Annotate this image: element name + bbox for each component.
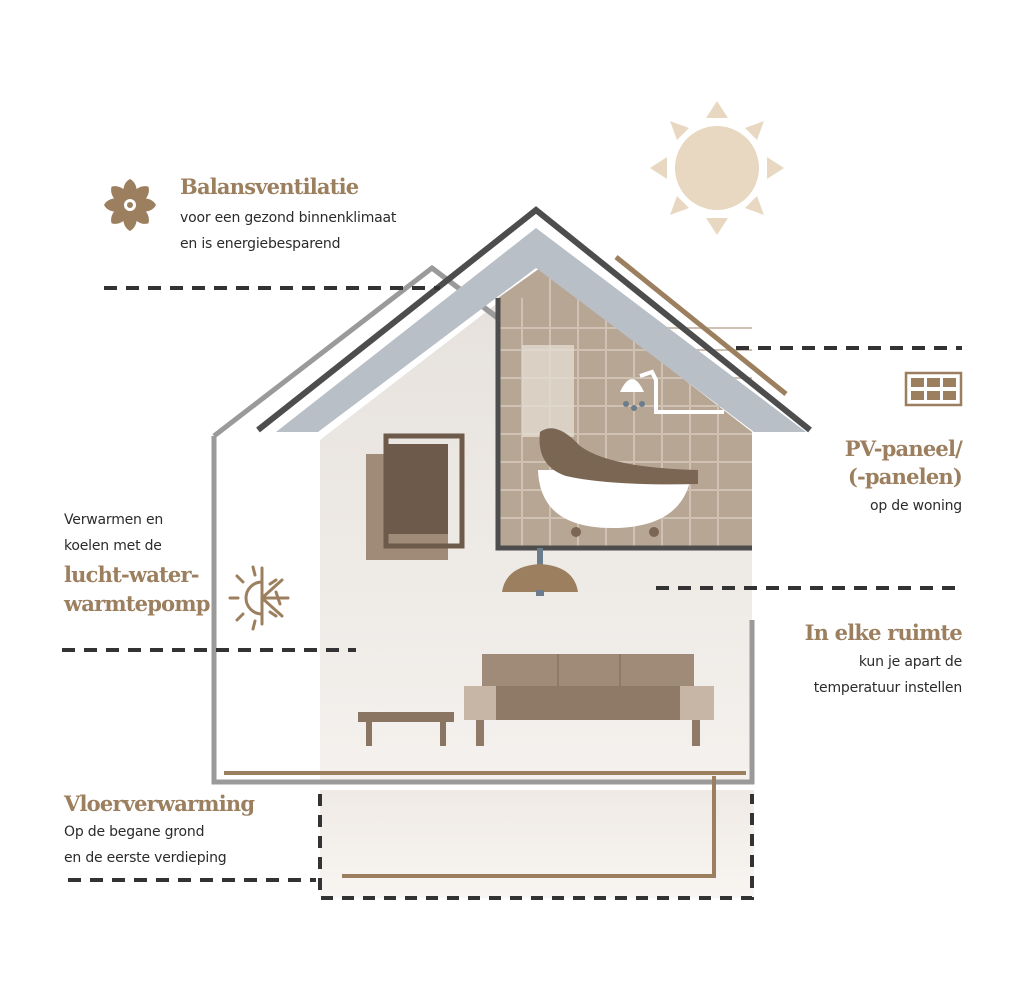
roof-band bbox=[276, 228, 806, 432]
vloer-line1: Op de begane grond bbox=[64, 824, 205, 840]
warmtepomp-title-line1: lucht-water- bbox=[64, 562, 199, 587]
floor-dashed-zone bbox=[318, 794, 754, 900]
floor-area bbox=[320, 790, 754, 898]
bathroom-window bbox=[522, 345, 574, 437]
balansventilatie-line1: voor een gezond binnenklimaat bbox=[180, 210, 397, 226]
sun-snowflake-icon bbox=[228, 565, 290, 631]
warmtepomp-intro-line1: Verwarmen en bbox=[64, 512, 164, 528]
fan-icon bbox=[104, 179, 156, 231]
balansventilatie-line2: en is energiebesparend bbox=[180, 236, 341, 252]
shower-icon bbox=[620, 369, 724, 414]
sun-icon bbox=[650, 101, 784, 235]
bathroom-frame bbox=[495, 298, 752, 551]
ceiling-lamp-icon bbox=[502, 548, 578, 596]
coffee-table bbox=[358, 712, 454, 746]
sofa-icon bbox=[464, 654, 714, 746]
solar-panel-line bbox=[614, 255, 788, 396]
floor-heating-pipe bbox=[224, 771, 746, 878]
warmtepomp-title-line2: warmtepomp bbox=[64, 591, 210, 616]
roof-line bbox=[256, 206, 812, 433]
pv-line1: op de woning bbox=[870, 498, 962, 514]
warmtepomp-intro-line2: koelen met de bbox=[64, 538, 162, 554]
house-outline bbox=[211, 436, 755, 785]
bathtub-icon bbox=[538, 428, 698, 537]
ruimte-line2: temperatuur instellen bbox=[813, 680, 962, 696]
pv-title-line1: PV-paneel/ bbox=[844, 436, 963, 461]
solar-panel-icon bbox=[904, 371, 963, 407]
vloer-line2: en de eerste verdieping bbox=[64, 850, 227, 866]
ruimte-line1: kun je apart de bbox=[858, 654, 962, 670]
pv-title-line2: (-panelen) bbox=[847, 464, 963, 489]
balansventilatie-title: Balansventilatie bbox=[180, 174, 359, 199]
vloer-title: Vloerverwarming bbox=[64, 791, 255, 816]
ruimte-title: In elke ruimte bbox=[804, 620, 963, 645]
picture-frame bbox=[366, 433, 465, 560]
